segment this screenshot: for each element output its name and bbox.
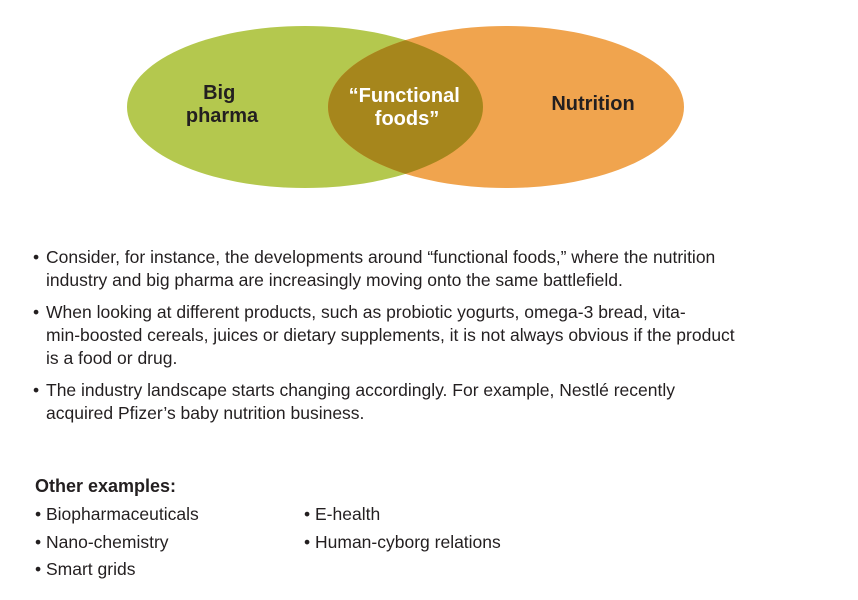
example-label: Smart grids bbox=[46, 559, 136, 579]
venn-label-nutrition-line-1: Nutrition bbox=[551, 93, 634, 115]
bullet-dot: • bbox=[35, 504, 42, 524]
example-item: • Nano-chemistry bbox=[35, 529, 199, 557]
other-examples-column-2: • E-health • Human-cyborg relations bbox=[304, 501, 501, 556]
bullet-line: When looking at different products, such… bbox=[46, 302, 686, 322]
other-examples-column-1: • Biopharmaceuticals • Nano-chemistry • … bbox=[35, 501, 199, 584]
other-examples-heading: Other examples: bbox=[35, 476, 177, 496]
bullet-dot: • bbox=[33, 302, 40, 322]
venn-overlap-functional-foods bbox=[328, 26, 483, 188]
venn-label-nutrition: Nutrition bbox=[551, 93, 634, 115]
bullet-line: The industry landscape starts changing a… bbox=[46, 380, 676, 400]
bullet-line: min-boosted cereals, juices or dietary s… bbox=[46, 325, 735, 345]
bullet-item: • The industry landscape starts changing… bbox=[33, 379, 833, 425]
bullet-dot: • bbox=[304, 504, 311, 524]
bullet-line: acquired Pfizer’s baby nutrition busines… bbox=[46, 403, 365, 423]
bullet-line: Consider, for instance, the developments… bbox=[46, 247, 716, 267]
bullet-dot: • bbox=[35, 559, 42, 579]
venn-label-functional-foods: “Functional foods” bbox=[349, 85, 466, 130]
bullet-line: is a food or drug. bbox=[46, 348, 178, 368]
bullet-item: • Consider, for instance, the developmen… bbox=[33, 246, 833, 292]
bullet-item: • When looking at different products, su… bbox=[33, 301, 833, 370]
venn-label-big-pharma: Big pharma bbox=[186, 82, 259, 127]
example-item: • E-health bbox=[304, 501, 501, 529]
example-item: • Smart grids bbox=[35, 556, 199, 584]
example-label: Human-cyborg relations bbox=[315, 531, 501, 552]
venn-label-functional-foods-line-1: “Functional bbox=[349, 85, 460, 107]
venn-diagram: Big pharma “Functional foods” Nutrition bbox=[127, 26, 684, 188]
example-label: Biopharmaceuticals bbox=[46, 504, 199, 524]
bullet-dot: • bbox=[304, 531, 311, 552]
example-item: • Human-cyborg relations bbox=[304, 529, 501, 557]
venn-label-big-pharma-line-1: Big bbox=[203, 82, 235, 104]
example-label: E-health bbox=[315, 504, 381, 524]
bullet-line: industry and big pharma are increasingly… bbox=[46, 270, 623, 290]
bullet-dot: • bbox=[35, 531, 42, 552]
bullet-dot: • bbox=[33, 247, 40, 267]
venn-label-big-pharma-line-2: pharma bbox=[186, 105, 259, 127]
venn-label-functional-foods-line-2: foods” bbox=[375, 108, 439, 130]
bullet-list: • Consider, for instance, the developmen… bbox=[33, 246, 833, 434]
bullet-dot: • bbox=[33, 380, 40, 400]
example-item: • Biopharmaceuticals bbox=[35, 501, 199, 529]
example-label: Nano-chemistry bbox=[46, 531, 169, 552]
